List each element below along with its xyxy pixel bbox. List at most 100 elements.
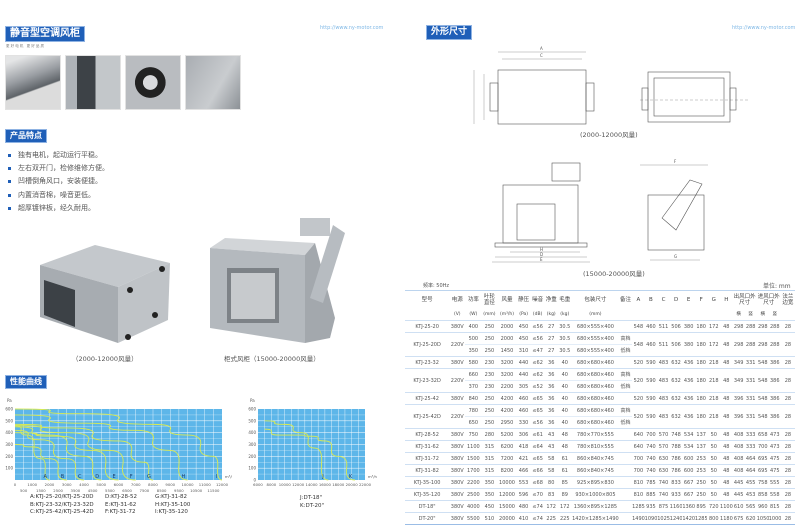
thumbnail-side-door	[185, 55, 241, 110]
dimension-cell: 386	[768, 368, 781, 393]
curve-I	[14, 408, 223, 481]
curve-label-A: A	[44, 474, 48, 480]
voltage-cell: 380V	[449, 320, 466, 333]
dimension-cell: 740	[657, 476, 670, 489]
spec-cell: 421	[516, 452, 531, 465]
spec-cell: 30.5	[557, 320, 572, 333]
dimension-cell: 1100	[720, 500, 733, 513]
spec-cell: 58	[544, 452, 558, 465]
y-tick-label: 300	[5, 442, 13, 447]
curve-K	[264, 428, 355, 481]
dimension-cell: 28	[780, 320, 795, 333]
dimension-cell: 1420	[682, 512, 695, 525]
spec-cell: 20000	[497, 512, 517, 525]
dimension-cell: 885	[644, 488, 658, 501]
dimension-cell: 758	[756, 476, 769, 489]
model-cell: KTJ-28-52	[405, 428, 450, 441]
spec-cell: 500	[465, 332, 482, 345]
dimension-cell: 700	[632, 464, 645, 477]
spec-cell: 596	[516, 488, 531, 501]
dimension-cell: 600	[682, 464, 695, 477]
spec-cell: 450	[481, 500, 498, 513]
dimension-cell: 250	[694, 476, 708, 489]
dimension-cell: 218	[707, 368, 721, 393]
dimension-cell: 48	[720, 320, 733, 333]
table-header-cell: 型号	[421, 297, 433, 304]
dimension-cell: 565	[744, 500, 757, 513]
dimension-cell: 460	[644, 332, 658, 357]
x-tick-label: 14000	[305, 482, 318, 487]
table-unit-cell: (kg)	[557, 309, 572, 321]
dimension-cell: 408	[732, 440, 745, 453]
spec-cell: 315	[481, 440, 498, 453]
spec-cell: 8200	[497, 464, 517, 477]
dimension-cell: 511	[657, 332, 670, 357]
dimension-cell: 520	[632, 392, 645, 405]
table-header-cell: F	[699, 297, 703, 304]
spec-cell: ≤65	[530, 392, 545, 405]
curve-label-B: B	[61, 474, 65, 480]
table-header-cell: 风量	[501, 297, 513, 304]
dimension-cell: 48	[720, 464, 733, 477]
spec-cell: 460	[516, 392, 531, 405]
feature-item: 内置消音棉，噪音更低。	[8, 190, 95, 200]
dimension-cell: 675	[732, 512, 745, 525]
dimension-cell: 28	[780, 440, 795, 453]
spec-cell: 440	[516, 356, 531, 369]
dimension-cell: 28	[780, 512, 795, 525]
x-tick-label: 3500	[71, 488, 81, 493]
dimension-cell: 473	[768, 440, 781, 453]
spec-cell: 43	[544, 428, 558, 441]
spec-cell: 680×680×460	[571, 392, 620, 405]
dimension-cell: 349	[732, 368, 745, 393]
spec-cell: 410	[516, 512, 531, 525]
y-tick-label: 300	[248, 442, 256, 447]
curve-G	[14, 423, 154, 481]
dimension-cell: 483	[657, 368, 670, 393]
x-tick-label: 2500	[53, 488, 63, 493]
model-cell: KTJ-31-72	[405, 452, 450, 465]
dimension-cell: 298	[732, 320, 745, 333]
dimension-cell: 520	[632, 356, 645, 369]
dimension-cell: 1240	[669, 512, 683, 525]
spec-cell: ≤74	[530, 500, 545, 513]
spec-cell: 61	[557, 452, 572, 465]
spec-cell: 7200	[497, 452, 517, 465]
x-tick-label: 4000	[79, 482, 89, 487]
x-tick-label: 10000	[181, 482, 194, 487]
dimension-cell: 408	[732, 428, 745, 441]
dimension-cell: 632	[669, 368, 683, 393]
product-image-box-fan	[40, 245, 170, 343]
spec-cell: 61	[557, 464, 572, 477]
website-url[interactable]: http://www.ny-motor.com	[320, 25, 384, 31]
website-url[interactable]: http://www.ny-motor.com	[732, 25, 796, 31]
voltage-cell: 380V	[449, 356, 466, 369]
dimension-cell: 1490	[632, 512, 645, 525]
spec-cell: 480	[516, 500, 531, 513]
table-unit-cell: (mm)	[481, 309, 498, 321]
dimension-cell: 253	[694, 452, 708, 465]
dimension-cell: 28	[780, 464, 795, 477]
spec-cell: 860×840×745	[571, 464, 620, 477]
dimension-cell: 28	[780, 404, 795, 429]
dimension-cell: 28	[780, 488, 795, 501]
spec-cell: 250	[481, 344, 498, 357]
dimension-cell: 48	[720, 356, 733, 369]
dimension-cell: 506	[669, 320, 683, 333]
spec-cell: 27	[544, 320, 558, 333]
x-tick-label: 5000	[96, 482, 106, 487]
dimension-cell: 570	[657, 428, 670, 441]
dimension-cell: 386	[768, 356, 781, 369]
dimension-cell: 253	[694, 464, 708, 477]
dimension-cell: 1360	[682, 500, 695, 513]
table-unit-cell	[780, 309, 795, 321]
dimension-cell: 50	[707, 452, 721, 465]
dimension-cell: 786	[669, 464, 683, 477]
dimension-cell: 172	[707, 332, 721, 357]
dimension-cell: 28	[780, 428, 795, 441]
dimension-cell: 700	[632, 452, 645, 465]
table-unit-cell: (W)	[465, 309, 482, 321]
